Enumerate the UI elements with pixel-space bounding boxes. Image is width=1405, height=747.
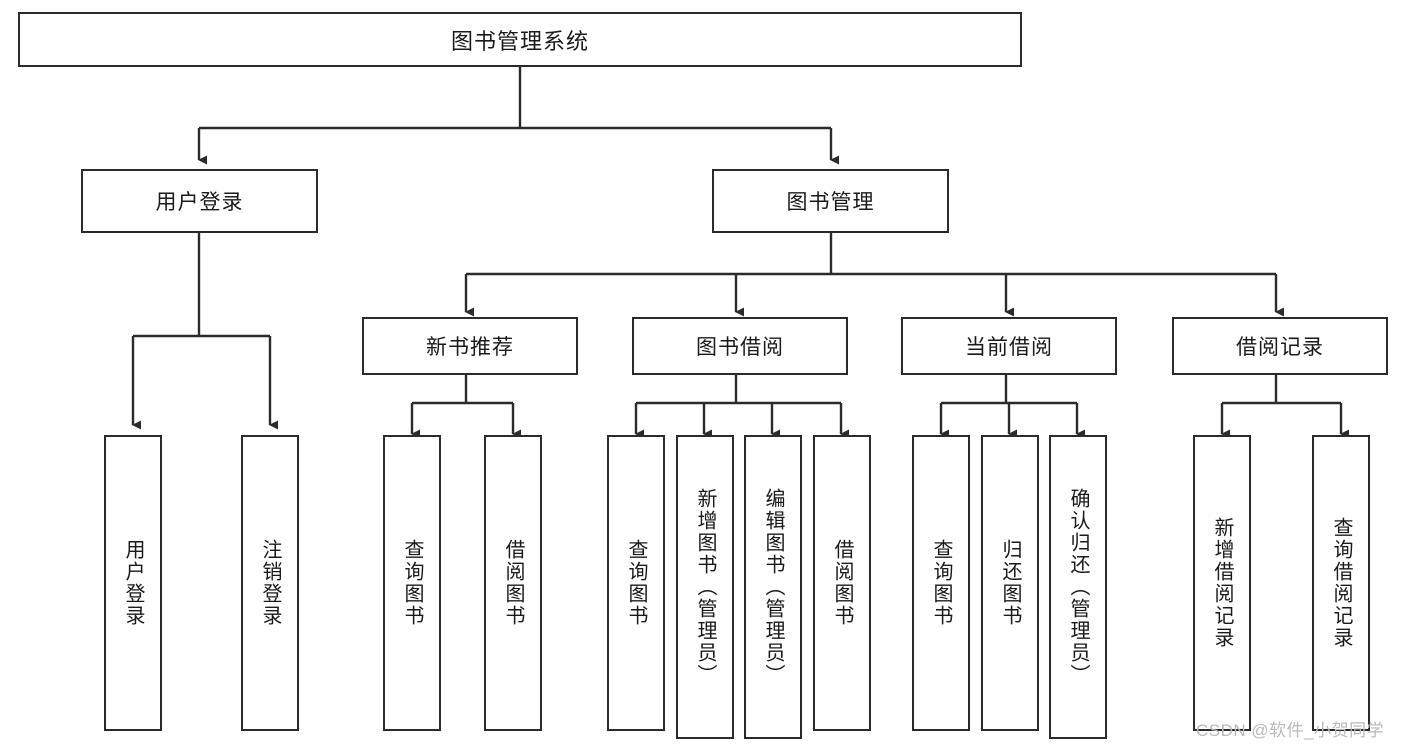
csdn-watermark: CSDN @软件_小贺同学 [1196,721,1385,740]
node-label: 新增借阅记录 [1211,517,1233,649]
node-label: 图书管理系统 [450,28,589,54]
node-label: 借阅记录 [1236,336,1324,359]
leaf-new-book-borrow[interactable]: 借阅图书 [484,435,542,731]
node-label: 查询图书 [930,539,952,627]
node-label: 用户登录 [155,191,244,214]
node-label: 当前借阅 [965,336,1053,359]
node-user-login[interactable]: 用户登录 [81,169,318,233]
node-current-borrow[interactable]: 当前借阅 [901,317,1117,375]
leaf-record-add-record[interactable]: 新增借阅记录 [1193,435,1251,731]
node-label: 查询图书 [625,539,647,627]
node-label: 借阅图书 [502,539,524,627]
node-label: 编辑图书（管理员） [762,488,784,686]
node-book-borrow[interactable]: 图书借阅 [632,317,848,375]
node-new-book-recommend[interactable]: 新书推荐 [362,317,578,375]
leaf-user-login-signin[interactable]: 用户登录 [104,435,162,731]
node-label: 新增图书（管理员） [694,488,716,686]
leaf-borrow-borrow-book[interactable]: 借阅图书 [813,435,871,731]
leaf-borrow-query-book[interactable]: 查询图书 [607,435,665,731]
leaf-borrow-add-book-admin[interactable]: 新增图书（管理员） [676,435,734,739]
leaf-new-book-query[interactable]: 查询图书 [383,435,441,731]
leaf-current-confirm-return-admin[interactable]: 确认归还（管理员） [1049,435,1107,739]
node-label: 借阅图书 [831,539,853,627]
leaf-record-query-record[interactable]: 查询借阅记录 [1312,435,1370,731]
leaf-user-login-signout[interactable]: 注销登录 [241,435,299,731]
node-label: 图书借阅 [696,336,784,359]
node-root-system[interactable]: 图书管理系统 [18,12,1022,67]
node-label: 查询图书 [401,539,423,627]
node-label: 注销登录 [259,539,281,627]
node-label: 确认归还（管理员） [1067,488,1089,686]
node-borrow-record[interactable]: 借阅记录 [1172,317,1388,375]
leaf-current-query-book[interactable]: 查询图书 [912,435,970,731]
node-label: 用户登录 [122,539,144,627]
node-book-management[interactable]: 图书管理 [712,169,949,233]
leaf-borrow-edit-book-admin[interactable]: 编辑图书（管理员） [744,435,802,739]
node-label: 新书推荐 [426,336,514,359]
node-label: 查询借阅记录 [1330,517,1352,649]
node-label: 图书管理 [786,191,875,214]
leaf-current-return-book[interactable]: 归还图书 [981,435,1039,731]
node-label: 归还图书 [999,539,1021,627]
